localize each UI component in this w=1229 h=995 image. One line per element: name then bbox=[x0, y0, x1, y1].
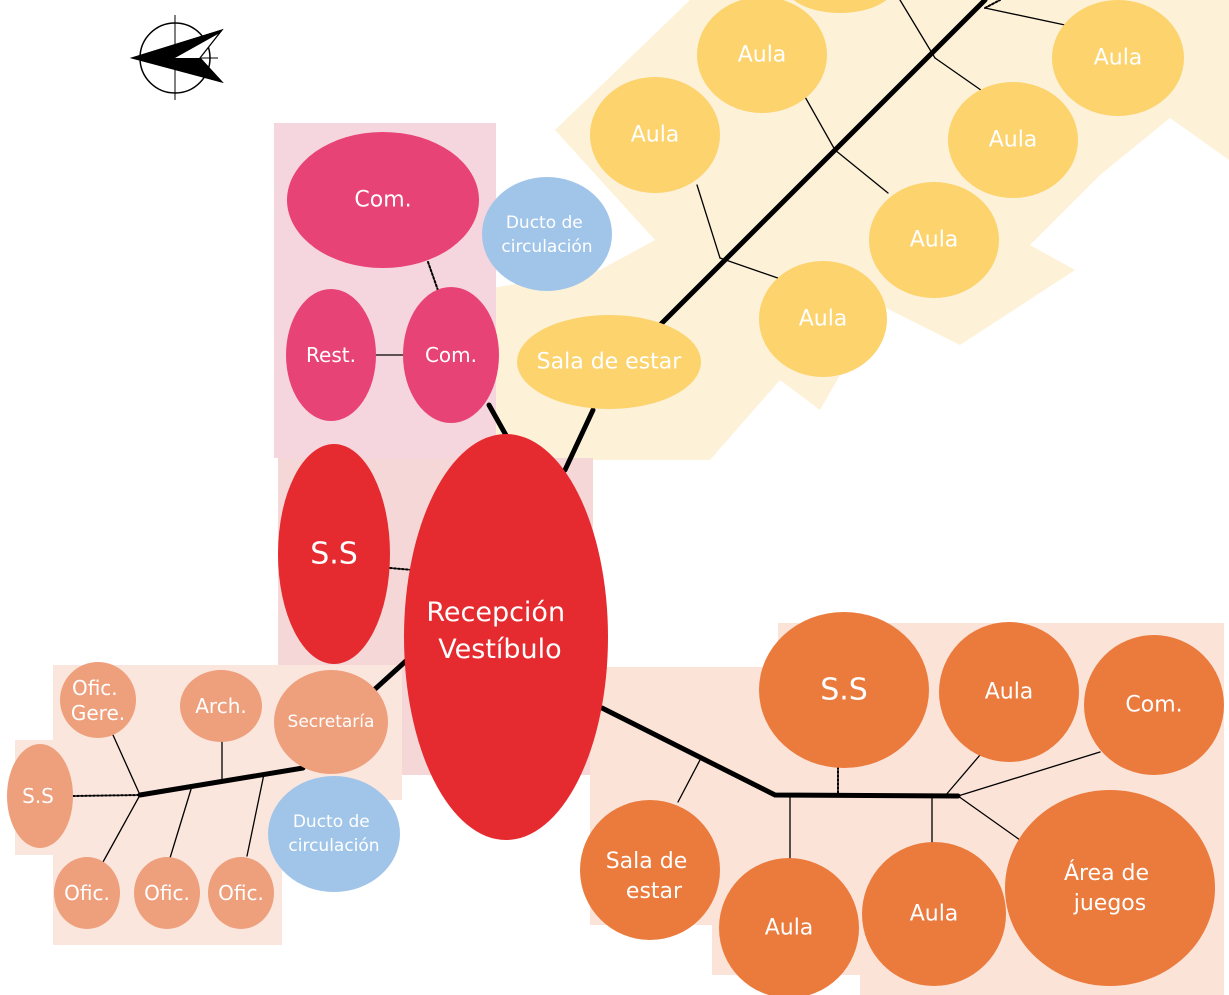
node-area-juegos-line-2: juegos bbox=[1073, 891, 1146, 916]
node-arch-label: Arch. bbox=[195, 694, 247, 718]
connector-ss-offices bbox=[72, 794, 141, 797]
node-ss-1-label: S.S bbox=[310, 537, 358, 572]
node-recepcion-line-2: Vestíbulo bbox=[438, 634, 561, 665]
connector-aula-4 bbox=[834, 149, 889, 194]
node-rest-label: Rest. bbox=[306, 343, 356, 367]
connector-gere bbox=[112, 734, 141, 796]
node-aula-9[interactable]: Aula bbox=[719, 858, 859, 995]
node-rest[interactable]: Rest. bbox=[286, 289, 376, 421]
node-sala-estar-2-line-2: estar bbox=[626, 879, 683, 904]
node-ofic-1-label: Ofic. bbox=[64, 881, 110, 905]
node-ducto-1-line-2: circulación bbox=[501, 237, 592, 257]
node-arch[interactable]: Arch. bbox=[180, 670, 262, 742]
node-sala-estar-1[interactable]: Sala de estar bbox=[517, 315, 701, 409]
node-aula-1-label: Aula bbox=[738, 43, 787, 68]
node-ducto-1[interactable]: Ducto de circulación bbox=[482, 177, 612, 291]
node-ofic-gere[interactable]: Ofic. Gere. bbox=[60, 662, 136, 738]
node-sala-estar-2-label: Sala de estar bbox=[606, 849, 695, 904]
connector-juegos bbox=[957, 795, 1021, 841]
connector-aula-6 bbox=[899, 0, 936, 59]
node-ofic-3[interactable]: Ofic. bbox=[208, 857, 274, 929]
node-aula-6[interactable]: Aula bbox=[759, 261, 887, 377]
node-ducto-2[interactable]: Ducto de circulación bbox=[268, 776, 400, 892]
node-aula-3-label: Aula bbox=[631, 123, 680, 148]
node-com-3[interactable]: Com. bbox=[1084, 635, 1224, 775]
node-aula-10[interactable]: Aula bbox=[862, 842, 1006, 986]
connector-aula-1 bbox=[696, 184, 721, 259]
node-aula-4-label: Aula bbox=[989, 128, 1038, 153]
node-ducto-2-line-1: Ducto de bbox=[293, 812, 370, 832]
node-aula-8[interactable]: Aula bbox=[939, 622, 1079, 762]
north-arrow-icon bbox=[129, 15, 224, 100]
connector-lounge-reception bbox=[562, 407, 596, 473]
node-aula-10-label: Aula bbox=[910, 902, 959, 927]
node-ofic-2[interactable]: Ofic. bbox=[134, 857, 200, 929]
node-secretaria-label: Secretaría bbox=[288, 712, 375, 732]
connector-ss-reception bbox=[389, 567, 414, 571]
node-ofic-1[interactable]: Ofic. bbox=[54, 857, 120, 929]
node-secretaria[interactable]: Secretaría bbox=[274, 670, 388, 774]
node-recepcion[interactable]: Recepción Vestíbulo bbox=[404, 434, 608, 840]
node-area-juegos-line-1: Área de bbox=[1064, 860, 1149, 886]
node-area-juegos[interactable]: Área de juegos bbox=[1005, 790, 1215, 986]
connector-ofic-3 bbox=[246, 773, 265, 857]
node-aula-5-label: Aula bbox=[910, 228, 959, 253]
node-com-1[interactable]: Com. bbox=[287, 132, 479, 268]
connector-aula-top bbox=[944, 754, 981, 797]
node-area-juegos-label: Área de juegos bbox=[1064, 860, 1156, 916]
node-recepcion-label: Recepción Vestíbulo bbox=[426, 597, 573, 665]
node-recepcion-line-1: Recepción bbox=[426, 597, 565, 628]
node-ofic-gere-line-2: Gere. bbox=[71, 701, 125, 725]
node-ofic-2-label: Ofic. bbox=[144, 881, 190, 905]
node-ofic-gere-label: Ofic. Gere. bbox=[71, 676, 125, 725]
node-ofic-gere-line-1: Ofic. bbox=[72, 676, 118, 700]
node-aula-9-label: Aula bbox=[765, 916, 814, 941]
node-ducto-1-line-1: Ducto de bbox=[506, 213, 583, 233]
connector-ofic-2 bbox=[169, 785, 193, 859]
connector-aula-7 bbox=[984, 7, 1066, 26]
classroom-top-partial bbox=[793, 0, 887, 13]
childcare-spine bbox=[599, 705, 961, 799]
node-aula-4[interactable]: Aula bbox=[948, 82, 1078, 198]
node-ss-1[interactable]: S.S bbox=[278, 444, 390, 664]
node-com-2-label: Com. bbox=[425, 343, 477, 367]
node-sala-estar-2-line-1: Sala de bbox=[606, 849, 688, 874]
connector-com-childcare bbox=[957, 751, 1101, 797]
node-ducto-1-label: Ducto de circulación bbox=[501, 213, 592, 257]
node-aula-1[interactable]: Aula bbox=[697, 0, 827, 113]
node-ss-2-label: S.S bbox=[22, 784, 54, 808]
connector-ofic-1 bbox=[102, 794, 141, 863]
node-ducto-2-line-2: circulación bbox=[288, 836, 379, 856]
node-sala-estar-1-label: Sala de estar bbox=[537, 350, 683, 375]
node-aula-2-label: Aula bbox=[1094, 46, 1143, 71]
connector-lounge bbox=[677, 759, 701, 803]
node-com-3-label: Com. bbox=[1125, 693, 1182, 718]
node-aula-2[interactable]: Aula bbox=[1052, 0, 1184, 116]
classroom-spine-dotted bbox=[984, 0, 1001, 9]
connector-com-reception bbox=[486, 402, 510, 440]
office-spine bbox=[137, 765, 306, 798]
node-aula-5[interactable]: Aula bbox=[869, 182, 999, 298]
node-com-1-label: Com. bbox=[354, 188, 411, 213]
node-ss-3-label: S.S bbox=[820, 673, 868, 708]
connector-reception-secretaria bbox=[371, 657, 410, 693]
node-aula-3[interactable]: Aula bbox=[590, 77, 720, 193]
connector-aula-3 bbox=[799, 87, 836, 151]
node-ss-2[interactable]: S.S bbox=[7, 744, 73, 848]
node-ofic-3-label: Ofic. bbox=[218, 881, 264, 905]
node-aula-8-label: Aula bbox=[985, 680, 1034, 705]
node-ss-3[interactable]: S.S bbox=[759, 612, 929, 768]
connector-aula-5 bbox=[934, 57, 989, 96]
classroom-spine bbox=[652, 0, 988, 333]
node-ducto-2-label: Ducto de circulación bbox=[288, 812, 379, 856]
node-sala-estar-2[interactable]: Sala de estar bbox=[580, 800, 720, 940]
node-aula-6-label: Aula bbox=[799, 307, 848, 332]
node-com-2[interactable]: Com. bbox=[403, 287, 499, 423]
connectors bbox=[72, 0, 1101, 863]
